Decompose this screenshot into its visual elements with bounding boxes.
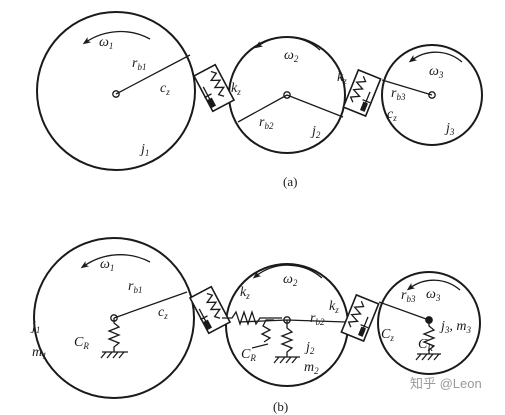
cz-left-label-a: cz (160, 81, 170, 97)
support-spring-3-b (415, 320, 441, 361)
j3-label-a: j3 (444, 121, 455, 137)
radius-b1-a (115, 54, 191, 95)
kz-right-label-b: kz (329, 299, 339, 315)
rotational-spring-cr2-b (251, 319, 274, 349)
mesh-element-left-a (192, 63, 236, 113)
rb2-label-a: rb2 (259, 115, 274, 131)
radius-b3-b (378, 301, 430, 321)
cz-right-label-b: Cz (381, 327, 394, 343)
mesh-element-right-b (340, 293, 380, 343)
j2-label-a: j2 (310, 124, 321, 140)
omega3-arrow-a (408, 51, 463, 63)
cz-right-label-a: cz (387, 107, 397, 123)
kz-left-label-b: kz (240, 285, 250, 301)
rb1-label-b: rb1 (128, 279, 142, 295)
kz-right-label-a: kz (337, 70, 347, 86)
rb2-label-b: rb2 (310, 311, 325, 327)
coupling-spring-b (222, 309, 282, 327)
omega1-label-b: ω1 (100, 257, 114, 273)
omega1-arrow-a (82, 30, 151, 45)
caption-a: (a) (283, 174, 297, 189)
diagram-a: ω1 ω2 ω3 rb1 cz kz kz rb2 rb3 cz j1 j2 j… (36, 11, 483, 189)
j1-label-b: j1 (30, 319, 40, 335)
rb3-label-b: rb3 (401, 288, 416, 304)
radius-b3-a (381, 79, 433, 96)
rb3-label-a: rb3 (391, 86, 406, 102)
cz-left-label-b: cz (158, 305, 168, 321)
rb1-label-a: rb1 (132, 56, 146, 72)
omega2-arrow-b (252, 264, 323, 279)
omega1-arrow-b (80, 254, 151, 269)
j3m3-label-b: j3, m3 (439, 319, 472, 335)
cr2-label-b: CR (241, 347, 256, 363)
omega1-label-a: ω1 (99, 35, 113, 51)
omega3-label-a: ω3 (429, 64, 444, 80)
cr1-label-b: CR (74, 335, 89, 351)
j2-label-b: j2 (304, 340, 315, 356)
mesh-element-right-a (342, 68, 382, 118)
caption-b: (b) (273, 399, 288, 414)
kz-left-label-a: kz (231, 81, 241, 97)
cr3-label-b: CR (418, 337, 433, 353)
support-spring-2-b (273, 320, 300, 364)
omega2-label-b: ω2 (283, 272, 298, 288)
diagram-b: ω1 ω2 ω3 rb1 cz kz kz rb2 rb3 Cz j1 m1 C… (30, 237, 481, 414)
m1-label-b: m1 (32, 345, 47, 361)
j1-label-a: j1 (139, 142, 149, 158)
omega3-label-b: ω3 (426, 287, 441, 303)
radius-b1-b (113, 291, 188, 319)
radius-b2-a (237, 94, 344, 123)
support-spring-1-b (100, 318, 128, 359)
m2-label-b: m2 (304, 360, 319, 376)
omega3-arrow-b (406, 279, 461, 291)
mesh-element-left-b (188, 285, 232, 335)
watermark: 知乎 @Leon (410, 376, 482, 391)
omega2-label-a: ω2 (284, 48, 299, 64)
omega2-arrow-a (254, 36, 321, 51)
